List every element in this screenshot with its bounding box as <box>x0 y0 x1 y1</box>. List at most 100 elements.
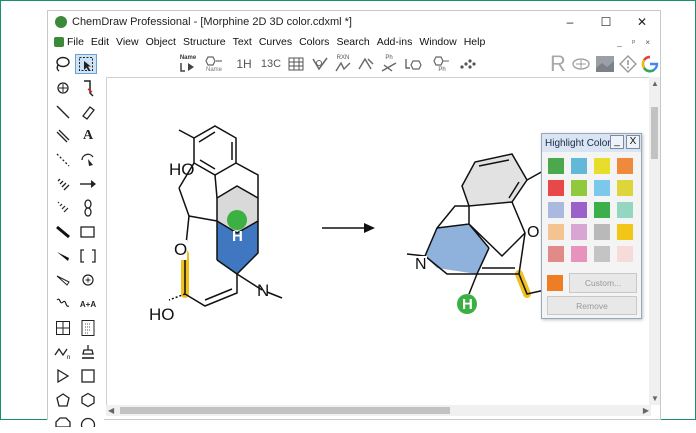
wedge-bond-icon[interactable] <box>51 245 75 267</box>
scroll-right-icon[interactable]: ▶ <box>642 406 649 415</box>
image-icon[interactable] <box>594 54 616 74</box>
stereo-bond-icon[interactable] <box>76 77 100 99</box>
close-button[interactable]: ✕ <box>636 15 648 29</box>
color-swatch[interactable] <box>617 224 633 240</box>
color-swatch[interactable] <box>548 246 564 262</box>
r-group-button[interactable]: R <box>550 51 566 76</box>
chain-tool-icon[interactable]: n <box>51 341 75 363</box>
menu-object[interactable]: Object <box>145 36 176 48</box>
square-ring-icon[interactable] <box>76 365 100 387</box>
vertical-scrollbar[interactable]: ▲ ▼ <box>649 77 660 405</box>
structure-to-name-button[interactable]: Name <box>202 54 226 74</box>
wavy-bond-icon[interactable] <box>51 293 75 315</box>
pentagon-ring-icon[interactable] <box>51 389 75 411</box>
table-tool-icon[interactable] <box>51 317 75 339</box>
fragment-icon[interactable] <box>402 54 426 74</box>
dots-icon[interactable] <box>456 54 478 74</box>
arrow-tool-icon[interactable] <box>76 173 100 195</box>
color-swatch[interactable] <box>617 202 633 218</box>
color-swatch[interactable] <box>594 180 610 196</box>
color-swatch[interactable] <box>594 224 610 240</box>
template-tool-icon[interactable] <box>76 317 100 339</box>
color-swatch[interactable] <box>617 158 633 174</box>
warning-icon[interactable] <box>618 54 638 74</box>
color-swatch[interactable] <box>594 158 610 174</box>
color-swatch[interactable] <box>571 158 587 174</box>
color-swatch[interactable] <box>571 246 587 262</box>
color-swatch[interactable] <box>571 202 587 218</box>
menu-view[interactable]: View <box>116 36 139 48</box>
text-tool-button[interactable]: A <box>82 128 94 143</box>
custom-color-button[interactable]: Custom... <box>569 273 637 293</box>
triangle-tool-icon[interactable] <box>51 365 75 387</box>
color-swatch[interactable] <box>617 180 633 196</box>
pen-tool-icon[interactable] <box>76 149 100 171</box>
phenyl-icon[interactable]: Ph <box>378 54 400 74</box>
bracket-tool-icon[interactable] <box>76 245 100 267</box>
predict-13c-nmr-button[interactable]: 13C <box>260 58 282 70</box>
horizontal-scroll-thumb[interactable] <box>120 407 450 414</box>
color-swatch[interactable] <box>548 180 564 196</box>
maximize-button[interactable]: ☐ <box>600 15 612 29</box>
hashed-bond-icon[interactable] <box>51 173 75 195</box>
minimize-button[interactable]: – <box>566 15 574 29</box>
highlight-colors-titlebar[interactable]: Highlight Colors _ X <box>542 134 641 152</box>
horizontal-scrollbar[interactable]: ◀ ▶ <box>106 405 651 416</box>
orbital-tool-icon[interactable] <box>76 197 100 219</box>
scroll-up-icon[interactable]: ▲ <box>651 79 659 88</box>
menu-curves[interactable]: Curves <box>258 36 293 48</box>
color-swatch[interactable] <box>594 202 610 218</box>
menu-window[interactable]: Window <box>419 36 457 48</box>
double-bond-icon[interactable] <box>51 125 75 147</box>
google-search-icon[interactable] <box>640 54 660 74</box>
rotate-icon[interactable] <box>51 77 75 99</box>
morphine-3d-structure[interactable] <box>406 153 546 314</box>
menu-help[interactable]: Help <box>463 36 486 48</box>
chemical-link-icon[interactable] <box>570 54 592 74</box>
scroll-left-icon[interactable]: ◀ <box>108 406 115 415</box>
color-swatch[interactable] <box>548 224 564 240</box>
rectangle-tool-icon[interactable] <box>76 221 100 243</box>
lasso-icon[interactable] <box>52 54 72 74</box>
reaction-arrow[interactable] <box>322 223 375 233</box>
color-swatch[interactable] <box>571 224 587 240</box>
color-swatch[interactable] <box>548 158 564 174</box>
remove-highlight-button[interactable]: Remove <box>547 296 637 315</box>
current-color-swatch[interactable] <box>547 275 563 291</box>
morphine-2d-structure[interactable] <box>168 125 283 307</box>
clean-structure-icon[interactable] <box>310 54 330 74</box>
color-swatch[interactable] <box>617 246 633 262</box>
menu-file[interactable]: File <box>67 36 84 48</box>
bold-bond-icon[interactable] <box>51 221 75 243</box>
stamp-tool-icon[interactable] <box>76 341 100 363</box>
charge-label-button[interactable]: A+A <box>79 299 97 309</box>
octagon-ring-icon[interactable] <box>51 411 75 433</box>
menu-colors[interactable]: Colors <box>299 36 330 48</box>
cyclooctane-ring-icon[interactable] <box>76 411 100 433</box>
marquee-select-icon[interactable] <box>75 54 97 74</box>
menu-structure[interactable]: Structure <box>182 36 226 48</box>
bond-tool-icon[interactable] <box>356 54 376 74</box>
menu-edit[interactable]: Edit <box>90 36 110 48</box>
vertical-scroll-thumb[interactable] <box>651 107 658 159</box>
reaction-icon[interactable]: RXN <box>332 54 354 74</box>
name-to-structure-button[interactable]: Name <box>176 54 200 74</box>
document-icon[interactable] <box>54 37 64 47</box>
menu-search[interactable]: Search <box>336 36 370 48</box>
table-icon[interactable] <box>286 54 306 74</box>
hollow-wedge-icon[interactable] <box>51 269 75 291</box>
eraser-icon[interactable] <box>76 101 100 123</box>
scroll-down-icon[interactable]: ▼ <box>651 394 659 403</box>
color-swatch[interactable] <box>548 202 564 218</box>
panel-close-button[interactable]: X <box>626 135 640 149</box>
solid-bond-icon[interactable] <box>51 101 75 123</box>
charge-tool-icon[interactable] <box>76 269 100 291</box>
color-swatch[interactable] <box>594 246 610 262</box>
menu-add-ins[interactable]: Add-ins <box>376 36 413 48</box>
hashed-wedge-icon[interactable] <box>51 197 75 219</box>
dashed-bond-icon[interactable] <box>51 149 75 171</box>
menu-text[interactable]: Text <box>232 36 252 48</box>
mdi-controls[interactable]: _ ᵖ × <box>617 37 654 47</box>
panel-minimize-button[interactable]: _ <box>610 135 624 149</box>
ph-fragment-icon[interactable]: Ph <box>430 54 454 74</box>
